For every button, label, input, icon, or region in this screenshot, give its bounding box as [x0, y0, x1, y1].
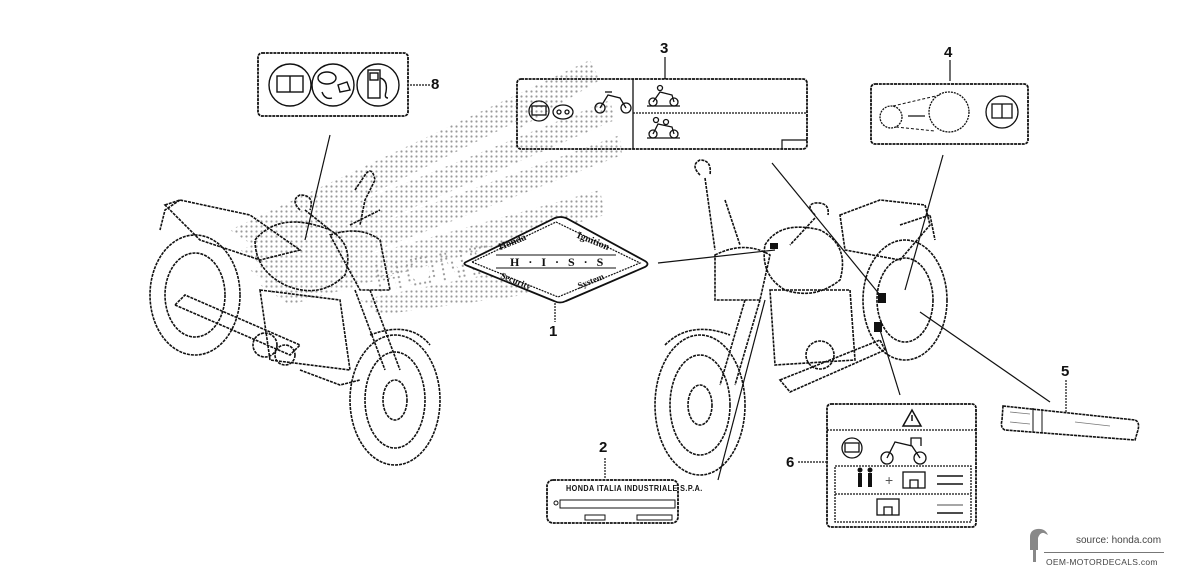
- label-3-tire-info: [516, 78, 808, 150]
- text-lines: [937, 475, 963, 514]
- leader-line-8: [304, 134, 331, 241]
- callout-8: 8: [431, 76, 440, 93]
- label-location-marker: [770, 243, 778, 249]
- passengers-icon: [857, 467, 873, 487]
- watermark: source: honda.com OEM-MOTORDECALS.com: [1040, 530, 1190, 570]
- manual-icon: [841, 437, 863, 459]
- motorcycle-icon: [594, 91, 632, 114]
- label-5-chain: [1000, 405, 1140, 441]
- watermark-logo-icon: [1030, 528, 1048, 562]
- watermark-source: source: honda.com: [1076, 535, 1162, 546]
- hiss-text-center: H · I · S · S: [510, 255, 607, 269]
- frame-plate-text: HONDA ITALIA INDUSTRIALE S.P.A.: [566, 484, 703, 493]
- watermark-divider: [1044, 552, 1164, 553]
- goggles-icon: [552, 104, 574, 120]
- callout-6: 6: [786, 454, 795, 471]
- rider-solo-icon: [647, 84, 680, 107]
- label-1-hiss: [463, 216, 649, 304]
- callout-3: 3: [660, 40, 669, 57]
- label-6-caution: +: [826, 403, 977, 528]
- motorcycle-left: [149, 170, 441, 466]
- callout-5: 5: [1061, 363, 1070, 380]
- callout-1: 1: [549, 323, 558, 340]
- manual-icon: [985, 95, 1019, 129]
- fuel-pump-icon: [356, 63, 400, 107]
- callout-4: 4: [944, 44, 953, 61]
- label-8-fuel-manual: [257, 52, 409, 117]
- label-4-headlight: [870, 83, 1029, 145]
- lens-small-icon: [879, 105, 903, 129]
- label-location-marker: [878, 293, 886, 303]
- lens-large-icon: [928, 91, 970, 133]
- plus-sign: +: [885, 472, 893, 488]
- manual-icon: [528, 100, 550, 122]
- rider-passenger-icon: [647, 116, 680, 139]
- label-2-frame-plate: [546, 479, 679, 524]
- motorcycle-right: [654, 159, 948, 476]
- warning-triangle-icon: [901, 408, 923, 427]
- label-location-marker: [874, 322, 882, 332]
- manual-icon: [268, 63, 312, 107]
- helmet-gloves-icon: [311, 63, 355, 107]
- callout-2: 2: [599, 439, 608, 456]
- motorcycle-luggage-icon: [880, 437, 927, 465]
- luggage-icon: [876, 471, 926, 516]
- watermark-brand: OEM-MOTORDECALS.com: [1046, 557, 1158, 567]
- leader-lines: [410, 57, 1067, 481]
